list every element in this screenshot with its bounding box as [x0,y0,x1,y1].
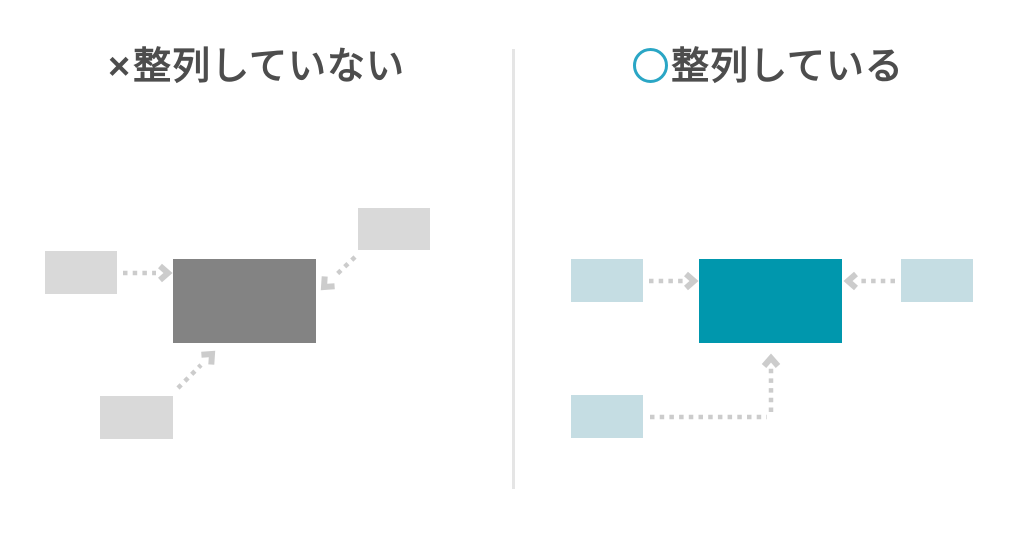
arrow-head [761,353,781,368]
arrow-left-to-center [649,271,699,291]
cross-mark-icon: × [107,46,132,88]
arrow-bottom-to-center [650,353,781,420]
aligned-center-box [699,259,842,343]
arrow-left-to-center [123,263,173,283]
arrow-head [684,271,699,291]
arrow-head [843,271,858,291]
arrow-dots [332,255,357,279]
arrow-right-to-center [843,271,895,291]
aligned-side-box-right [901,259,973,302]
unaligned-side-box-left [45,251,117,294]
unaligned-center-box [173,259,316,343]
title-aligned-text: 整列している [671,46,904,88]
aligned-side-box-left [571,259,643,302]
arrow-head [201,350,216,365]
arrow-head [158,263,173,283]
aligned-side-box-bottom [571,395,643,438]
arrow-head [320,276,335,291]
panel-aligned-diagram [571,259,973,438]
title-not-aligned-text: 整列していない [133,46,406,88]
panel-not-aligned-diagram [45,208,430,439]
arrow-dots [176,363,203,390]
circle-mark-icon [633,48,669,83]
title-aligned: 整列している [513,44,1024,90]
arrow-topright-to-center [320,255,357,291]
arrow-bottom-to-center [176,350,216,390]
unaligned-side-box-bottom [100,396,173,439]
title-not-aligned: ×整列していない [0,44,513,90]
unaligned-side-box-top-right [358,208,430,250]
